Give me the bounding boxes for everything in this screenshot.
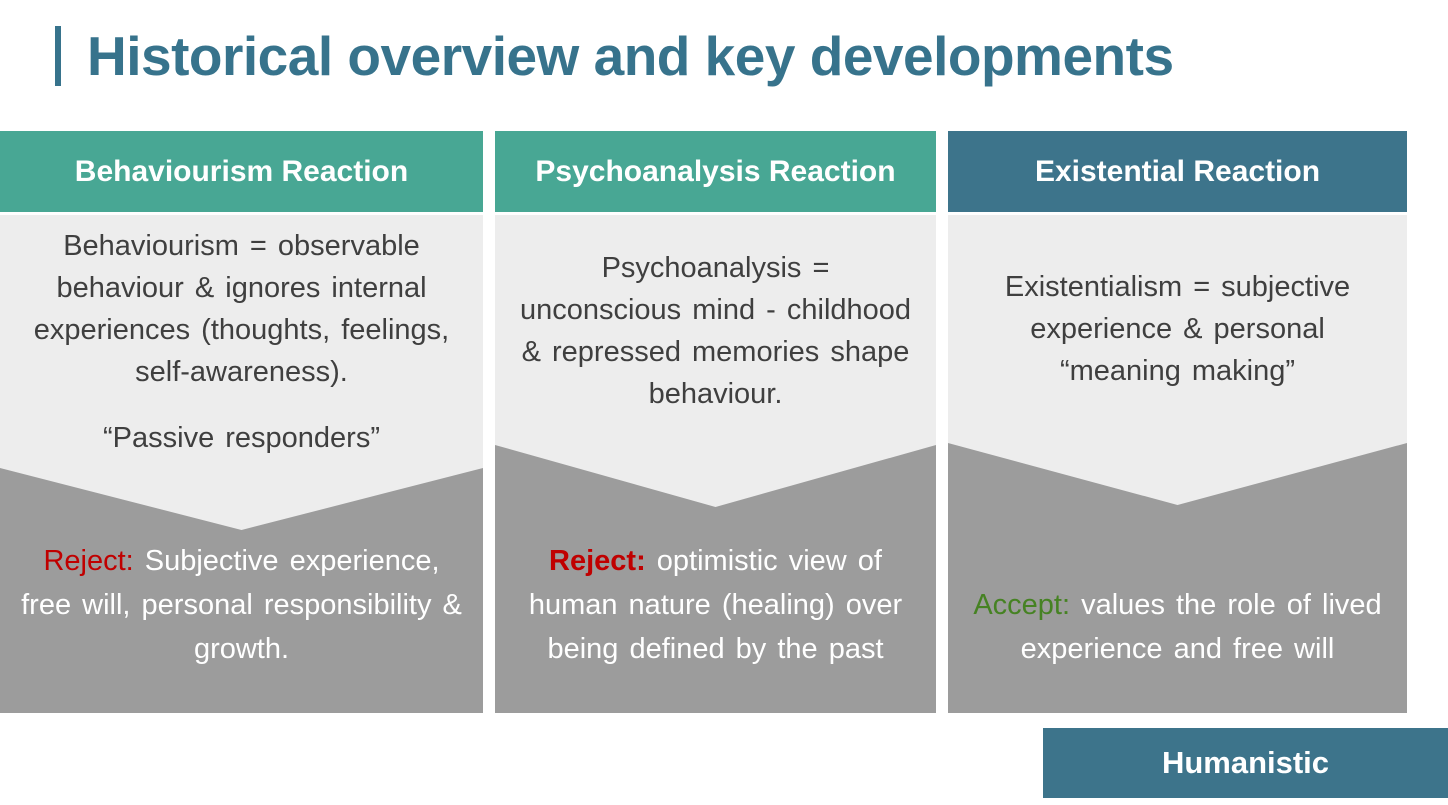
column-existential-body: Existentialism = subjective experience &… xyxy=(948,215,1407,505)
body-paragraph: Behaviourism = observable behaviour & ig… xyxy=(33,229,450,388)
column-behaviourism-body: Behaviourism = observable behaviour & ig… xyxy=(0,215,483,530)
verdict-text: Accept: values the role of lived experie… xyxy=(966,583,1389,671)
verdict-body: values the role of lived experience and … xyxy=(1020,589,1382,665)
column-existential-header: Existential Reaction xyxy=(948,131,1407,212)
body-paragraph: Psychoanalysis = unconscious mind - chil… xyxy=(519,251,912,410)
page-title: Historical overview and key developments xyxy=(55,24,1174,88)
verdict-label-accept: Accept: xyxy=(973,589,1071,621)
humanistic-box: Humanistic xyxy=(1043,728,1448,798)
verdict-text: Reject: Subjective experience, free will… xyxy=(18,539,465,671)
column-psychoanalysis-header: Psychoanalysis Reaction xyxy=(495,131,936,212)
page-title-text: Historical overview and key developments xyxy=(87,25,1174,87)
body-quote: “Passive responders” xyxy=(103,421,380,454)
verdict-label-reject: Reject: xyxy=(549,545,646,577)
verdict-body: Subjective experience, free will, person… xyxy=(21,545,462,665)
verdict-label-reject: Reject: xyxy=(43,545,134,577)
verdict-text: Reject: optimistic view of human nature … xyxy=(513,539,918,671)
verdict-body: optimistic view of human nature (healing… xyxy=(528,545,903,665)
column-behaviourism-header: Behaviourism Reaction xyxy=(0,131,483,212)
body-paragraph: Existentialism = subjective experience &… xyxy=(1004,271,1351,387)
title-accent-bar xyxy=(55,26,61,86)
column-psychoanalysis-body: Psychoanalysis = unconscious mind - chil… xyxy=(495,215,936,508)
